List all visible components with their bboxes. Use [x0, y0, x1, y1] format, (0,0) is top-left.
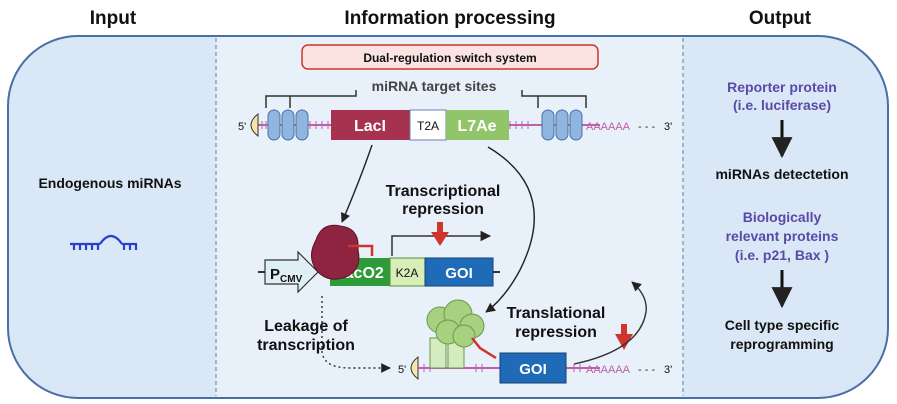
- bottom-polya: AAAAAA: [586, 364, 631, 376]
- t2a-label: T2A: [417, 119, 439, 133]
- k2a-label: K2A: [396, 266, 419, 280]
- target-sites-right: [541, 109, 583, 141]
- cell-label-1: Cell type specific: [725, 317, 840, 333]
- top-five-prime: 5': [238, 121, 246, 133]
- endogenous-mirnas-label: Endogenous miRNAs: [38, 175, 181, 191]
- target-sites-label: miRNA target sites: [372, 78, 497, 94]
- target-sites-left: [267, 109, 309, 141]
- transcription-arrow: [391, 230, 492, 256]
- reporter-label-2: (i.e. luciferase): [733, 97, 831, 113]
- bottom-three-prime: 3': [664, 364, 672, 376]
- detection-label: miRNAs detectetion: [715, 166, 848, 182]
- l7ae-arrow: [485, 146, 535, 313]
- target-sites-bracket: [265, 90, 587, 108]
- cell-label-2: reprogramming: [730, 336, 833, 352]
- leakage-arrow: [321, 296, 391, 373]
- goi-label-dna: GOI: [445, 265, 473, 282]
- leakage-label-2: transcription: [257, 337, 355, 354]
- laci-repressor-icon: [311, 224, 360, 280]
- pcmv-promoter: [264, 250, 319, 294]
- ribosome-icon: [426, 299, 485, 369]
- transcriptional-label-1: Transcriptional: [386, 183, 501, 200]
- header-output: Output: [749, 8, 812, 29]
- laci-block: [331, 110, 410, 140]
- top-cap: [250, 112, 259, 138]
- switch-title: Dual-regulation switch system: [363, 51, 536, 65]
- translational-label-2: repression: [515, 324, 597, 341]
- leakage-label-1: Leakage of: [264, 318, 348, 335]
- reporter-label-1: Reporter protein: [727, 79, 837, 95]
- bio-label-3: (i.e. p21, Bax ): [735, 247, 829, 263]
- goi-label-mrna: GOI: [519, 361, 547, 378]
- laci-label: LacI: [354, 118, 386, 135]
- red-arrow-transcription: [431, 222, 449, 246]
- laci-arrow: [340, 144, 373, 223]
- bottom-dashes: - - -: [638, 364, 655, 376]
- l7ae-label: L7Ae: [457, 118, 496, 135]
- red-arrow-translation: [615, 324, 633, 350]
- top-three-prime: 3': [664, 121, 672, 133]
- mirna-icon: [70, 234, 138, 250]
- bottom-five-prime: 5': [398, 364, 406, 376]
- k2a-block: [389, 257, 426, 287]
- translation-curve-arrow: [573, 281, 647, 365]
- bio-label-2: relevant proteins: [726, 228, 839, 244]
- l7ae-block: [446, 110, 509, 140]
- top-dashes: - - -: [638, 121, 655, 133]
- t2a-block: [409, 109, 447, 141]
- transcriptional-label-2: repression: [402, 201, 484, 218]
- goi-block-dna: [424, 257, 494, 287]
- bottom-cap: [410, 355, 419, 381]
- repression-bar-transcription: [348, 244, 374, 256]
- bio-label-1: Biologically: [743, 209, 822, 225]
- goi-block-mrna: [499, 352, 567, 384]
- repression-bar-translation: [471, 337, 497, 360]
- top-polya: AAAAAA: [586, 121, 631, 133]
- header-input: Input: [90, 8, 137, 29]
- translational-label-1: Translational: [507, 305, 606, 322]
- header-processing: Information processing: [344, 8, 555, 29]
- top-mrna-ticks: [261, 121, 529, 129]
- switch-title-box: [301, 44, 599, 70]
- pcmv-label: PCMV: [270, 266, 303, 285]
